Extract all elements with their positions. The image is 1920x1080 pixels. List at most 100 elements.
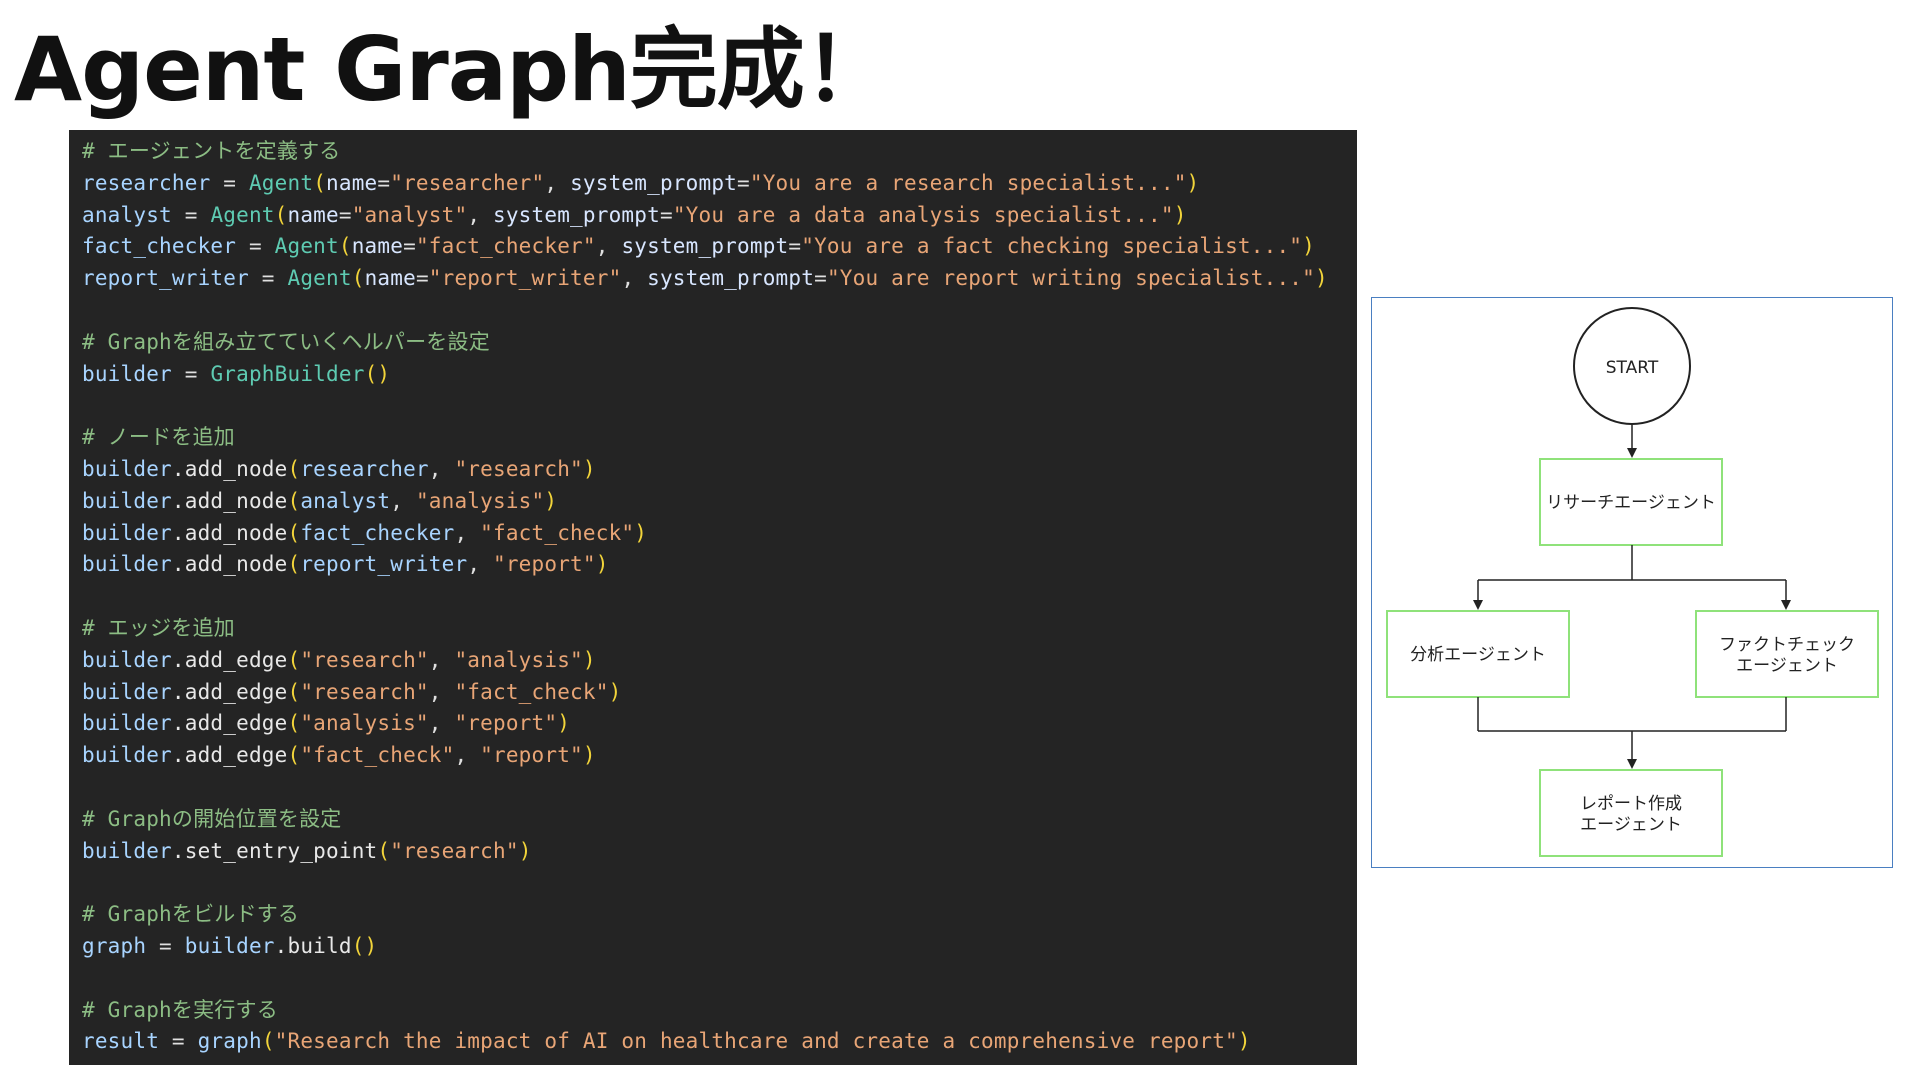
node-report-writer-label-line2: エージェント xyxy=(1580,815,1682,835)
code-line: builder.set_entry_point("research") xyxy=(82,836,1357,868)
code-token: builder xyxy=(82,647,172,672)
code-token: "Research the impact of AI on healthcare… xyxy=(274,1029,1238,1054)
node-report-writer xyxy=(1539,769,1723,857)
code-token: "You are a research specialist..." xyxy=(749,170,1187,195)
code-token: , xyxy=(428,711,455,736)
code-token: ) xyxy=(1302,234,1315,259)
code-token: # エージェントを定義する xyxy=(82,139,341,163)
code-token: "You are report writing specialist..." xyxy=(826,266,1315,291)
code-token: report_writer xyxy=(82,266,249,291)
code-token: = xyxy=(403,234,416,259)
code-token: , xyxy=(428,456,455,481)
code-token: researcher xyxy=(300,456,429,481)
code-token: ( xyxy=(287,647,301,672)
code-token: "fact_check" xyxy=(300,743,455,768)
code-token: builder xyxy=(82,743,172,768)
code-token: , xyxy=(390,488,416,513)
code-token: .add_node xyxy=(171,520,288,545)
code-line xyxy=(82,390,1357,422)
code-token: system_prompt xyxy=(647,266,815,291)
code-token: ( xyxy=(287,456,301,481)
code-line xyxy=(82,963,1357,995)
code-line: report_writer = Agent(name="report_write… xyxy=(82,263,1357,295)
code-line: builder.add_edge("fact_check", "report") xyxy=(82,740,1357,772)
code-token: "You are a data analysis specialist..." xyxy=(672,202,1174,227)
node-researcher-label: リサーチエージェント xyxy=(1546,493,1716,513)
code-token: = xyxy=(814,266,827,291)
code-token: ) xyxy=(582,456,596,481)
code-line: # エッジを追加 xyxy=(82,613,1357,645)
code-token: = xyxy=(210,170,249,195)
code-token: system_prompt xyxy=(493,202,660,227)
code-token: = xyxy=(659,202,673,227)
code-token: "research" xyxy=(300,679,429,704)
code-token: = xyxy=(146,933,185,958)
code-token: Agent xyxy=(248,170,314,195)
code-token: Agent xyxy=(210,202,275,227)
node-fact-checker-label-line2: エージェント xyxy=(1736,656,1838,676)
code-token: researcher xyxy=(82,170,211,195)
diagram-canvas: START リサーチエージェント 分析エージェント ファクトチェック エージェン… xyxy=(1386,307,1879,857)
code-line: builder.add_node(report_writer, "report"… xyxy=(82,549,1357,581)
code-token: ( xyxy=(287,552,301,577)
code-token: report_writer xyxy=(300,552,468,577)
code-token: Agent xyxy=(274,234,339,259)
node-report-writer-label-line1: レポート作成 xyxy=(1580,794,1682,814)
code-token: result xyxy=(82,1029,160,1054)
code-line: builder.add_edge("research", "analysis") xyxy=(82,645,1357,677)
code-token: = xyxy=(377,170,391,195)
code-token: Agent xyxy=(287,266,352,291)
code-token: GraphBuilder xyxy=(210,361,365,386)
code-token: .add_edge xyxy=(171,743,288,768)
code-token: = xyxy=(171,361,211,386)
code-token: = xyxy=(737,170,750,195)
code-token: , xyxy=(428,679,455,704)
code-token: ) xyxy=(595,552,609,577)
code-token: name xyxy=(287,202,339,227)
code-token: ( xyxy=(313,170,327,195)
code-line xyxy=(82,867,1357,899)
code-token: () xyxy=(364,361,391,386)
node-fact-checker xyxy=(1695,610,1879,698)
code-token: # ノードを追加 xyxy=(82,425,235,450)
code-token: .add_edge xyxy=(171,711,288,736)
code-line: # エージェントを定義する xyxy=(82,136,1357,168)
code-token: .add_node xyxy=(171,488,288,513)
code-line: graph = builder.build() xyxy=(82,931,1357,963)
code-token: builder xyxy=(82,711,172,736)
code-token: ( xyxy=(377,838,391,863)
code-token: ( xyxy=(287,743,301,768)
code-token: ) xyxy=(557,711,571,736)
code-token: ( xyxy=(287,488,301,513)
code-token: "analyst" xyxy=(351,202,468,227)
code-token: "research" xyxy=(454,456,583,481)
code-line xyxy=(82,581,1357,613)
code-token: ) xyxy=(518,838,532,863)
code-token: "fact_checker" xyxy=(415,234,596,259)
code-token: "You are a fact checking specialist..." xyxy=(801,234,1303,259)
code-token: builder xyxy=(82,838,172,863)
code-token: ( xyxy=(274,202,288,227)
code-token: ( xyxy=(338,234,352,259)
code-token: builder xyxy=(82,552,172,577)
code-token: = xyxy=(159,1029,198,1054)
code-token: "researcher" xyxy=(390,170,545,195)
code-token: = xyxy=(788,234,802,259)
code-token: "fact_check" xyxy=(480,520,635,545)
code-line: analyst = Agent(name="analyst", system_p… xyxy=(82,200,1357,232)
code-token: , xyxy=(544,170,571,195)
code-token: analyst xyxy=(300,488,391,513)
code-token: builder xyxy=(184,933,275,958)
code-token: () xyxy=(351,933,378,958)
code-token: system_prompt xyxy=(570,170,738,195)
code-token: ) xyxy=(582,647,596,672)
code-token: "report_writer" xyxy=(428,266,622,291)
code-token: "report" xyxy=(480,743,583,768)
code-token: ) xyxy=(582,743,596,768)
code-line: fact_checker = Agent(name="fact_checker"… xyxy=(82,231,1357,263)
code-token: "analysis" xyxy=(300,711,429,736)
code-token: "research" xyxy=(300,647,429,672)
code-line: result = graph("Research the impact of A… xyxy=(82,1026,1357,1058)
code-token: analyst xyxy=(82,202,172,227)
code-token: ) xyxy=(1186,170,1200,195)
